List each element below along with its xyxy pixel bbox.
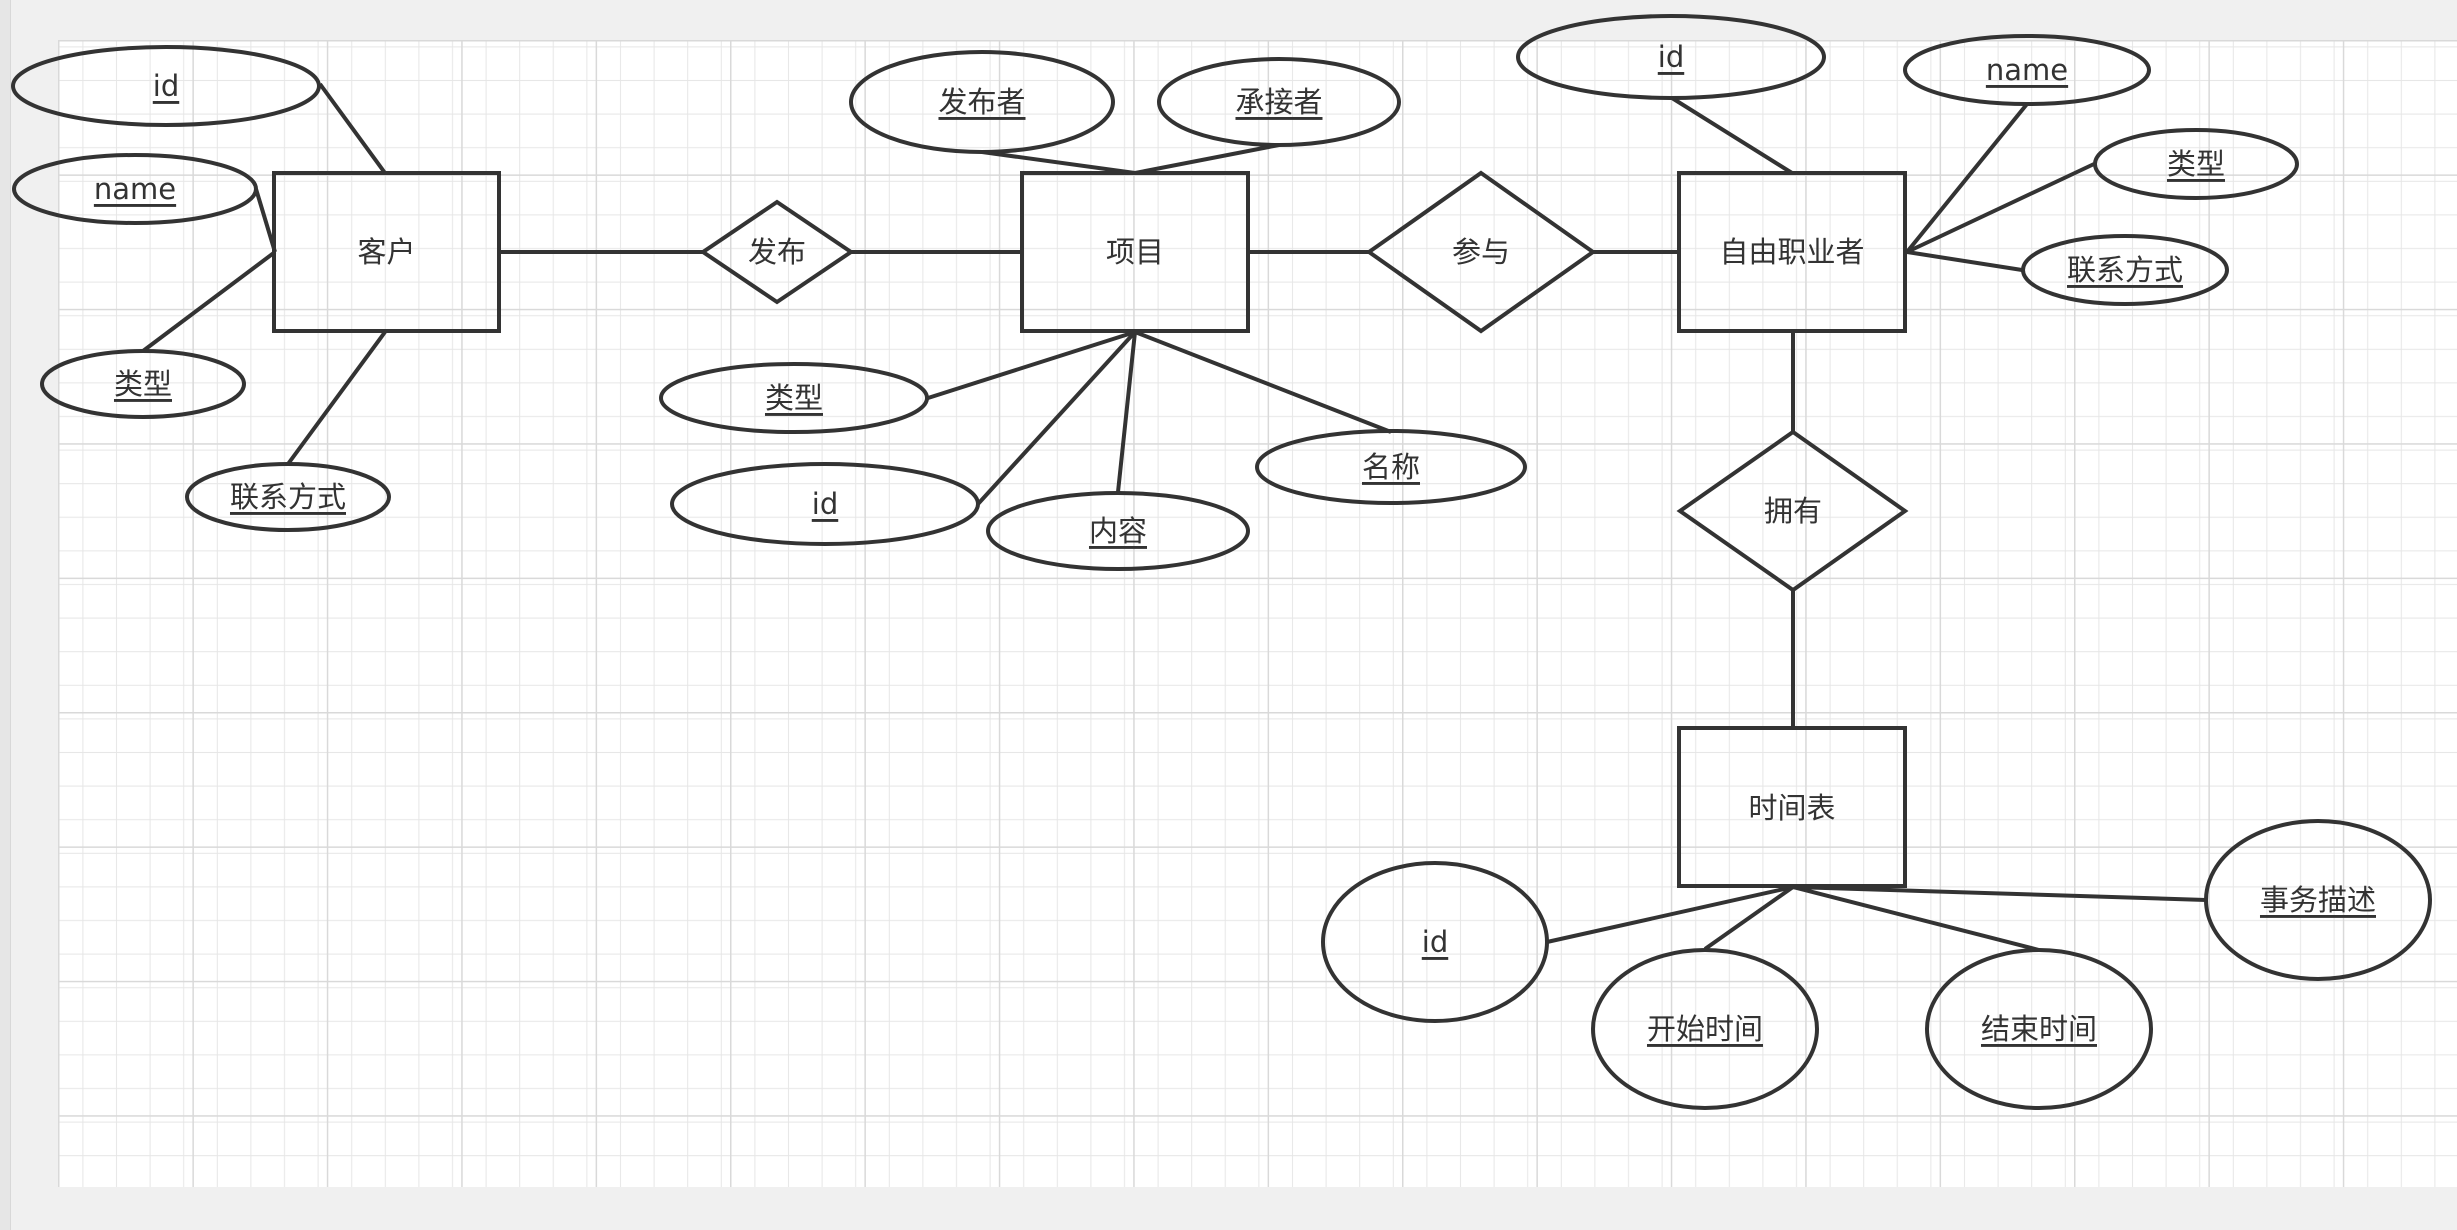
attribute-customer-id[interactable]: id xyxy=(11,45,321,127)
entity-customer-label: 客户 xyxy=(357,235,415,269)
attribute-customer-id-label: id xyxy=(153,69,179,103)
entity-schedule[interactable]: 时间表 xyxy=(1677,726,1907,888)
attribute-customer-name-label: name xyxy=(94,172,176,206)
attribute-freelancer-contact-label: 联系方式 xyxy=(2067,253,2183,287)
attribute-project-content-label: 内容 xyxy=(1089,514,1147,548)
attribute-project-contractor[interactable]: 承接者 xyxy=(1157,57,1401,147)
relationship-own-label: 拥有 xyxy=(1764,494,1822,528)
attribute-project-name-label: 名称 xyxy=(1362,450,1420,484)
attribute-project-publisher-label: 发布者 xyxy=(938,85,1025,119)
attribute-customer-type-label: 类型 xyxy=(114,367,172,401)
edge-customer-name xyxy=(254,188,277,253)
entity-customer[interactable]: 客户 xyxy=(272,171,501,333)
grid-lines xyxy=(58,40,2457,1187)
attribute-freelancer-type-label: 类型 xyxy=(2167,147,2225,181)
edge-project-content xyxy=(1116,331,1137,493)
attribute-schedule-id-label: id xyxy=(1422,925,1448,959)
edge-freelancer-id xyxy=(1670,96,1794,175)
attribute-customer-type[interactable]: 类型 xyxy=(40,349,246,419)
attribute-project-id[interactable]: id xyxy=(670,462,980,546)
attribute-customer-contact[interactable]: 联系方式 xyxy=(185,462,391,532)
attribute-project-name[interactable]: 名称 xyxy=(1255,429,1527,505)
relationship-own[interactable]: 拥有 xyxy=(1676,429,1909,593)
connectors xyxy=(141,82,2207,952)
left-toolbar-edge xyxy=(0,0,11,1230)
attribute-project-id-label: id xyxy=(812,487,838,521)
attribute-project-content[interactable]: 内容 xyxy=(986,491,1250,571)
attribute-project-type-label: 类型 xyxy=(765,381,823,415)
edge-project-publisher xyxy=(981,150,1136,175)
edge-schedule-start xyxy=(1703,885,1795,951)
edge-schedule-id xyxy=(1546,885,1794,944)
edge-customer-id xyxy=(318,82,387,175)
edge-freelancer-contact xyxy=(1906,250,2023,272)
attribute-freelancer-name[interactable]: name xyxy=(1903,34,2151,106)
edge-freelancer-type xyxy=(1906,162,2095,254)
attribute-project-contractor-label: 承接者 xyxy=(1235,85,1322,119)
edge-customer-contact xyxy=(286,330,387,466)
entity-schedule-label: 时间表 xyxy=(1748,791,1835,825)
attribute-freelancer-name-label: name xyxy=(1986,53,2068,87)
edge-project-name xyxy=(1134,330,1392,434)
relationship-participate[interactable]: 参与 xyxy=(1365,170,1597,334)
attribute-freelancer-type[interactable]: 类型 xyxy=(2093,128,2299,200)
entity-freelancer[interactable]: 自由职业者 xyxy=(1677,171,1907,333)
attribute-project-type[interactable]: 类型 xyxy=(659,362,929,434)
edge-project-type xyxy=(927,330,1136,400)
attribute-project-publisher[interactable]: 发布者 xyxy=(849,50,1115,154)
entity-freelancer-label: 自由职业者 xyxy=(1719,235,1864,269)
edge-schedule-description xyxy=(1792,885,2207,902)
edge-freelancer-name xyxy=(1905,102,2029,254)
edge-schedule-end xyxy=(1792,885,2040,952)
attribute-schedule-description-label: 事务描述 xyxy=(2260,883,2376,917)
edge-customer-type xyxy=(141,250,277,353)
attribute-schedule-start-time[interactable]: 开始时间 xyxy=(1591,948,1819,1110)
entity-project[interactable]: 项目 xyxy=(1020,171,1250,333)
relationship-publish[interactable]: 发布 xyxy=(699,199,855,305)
attribute-customer-contact-label: 联系方式 xyxy=(230,480,346,514)
attribute-schedule-id[interactable]: id xyxy=(1321,861,1549,1023)
attribute-freelancer-contact[interactable]: 联系方式 xyxy=(2021,234,2229,306)
attribute-schedule-description[interactable]: 事务描述 xyxy=(2204,819,2432,981)
attribute-freelancer-id-label: id xyxy=(1658,40,1684,74)
attribute-customer-name[interactable]: name xyxy=(12,153,258,225)
entity-project-label: 项目 xyxy=(1106,235,1164,269)
edge-project-id xyxy=(976,330,1137,506)
attribute-schedule-end-time-label: 结束时间 xyxy=(1981,1012,2097,1046)
attribute-schedule-start-time-label: 开始时间 xyxy=(1647,1012,1763,1046)
attribute-schedule-end-time[interactable]: 结束时间 xyxy=(1925,948,2153,1110)
relationship-publish-label: 发布 xyxy=(748,235,806,269)
relationship-participate-label: 参与 xyxy=(1452,235,1510,269)
edge-project-contractor xyxy=(1134,143,1280,175)
attribute-freelancer-id[interactable]: id xyxy=(1516,14,1826,100)
